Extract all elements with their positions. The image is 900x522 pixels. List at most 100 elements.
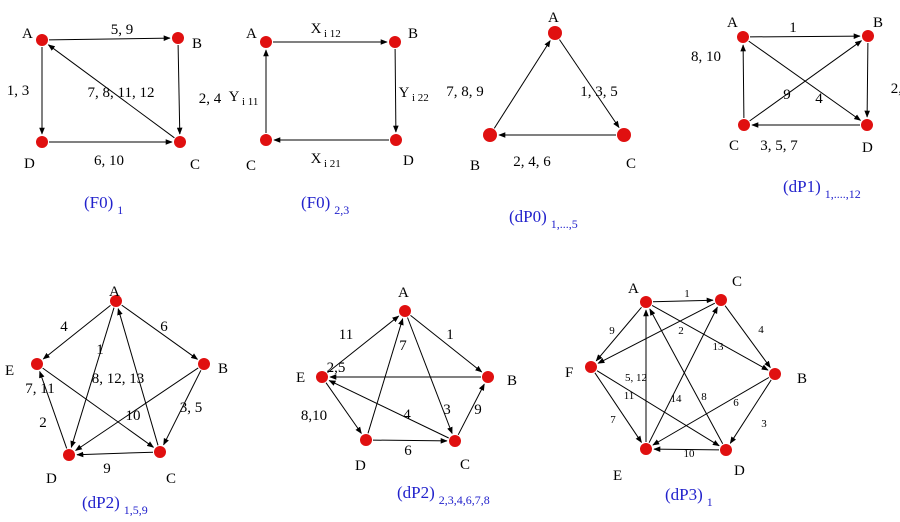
caption-subscript: 1,....,12 [825, 187, 861, 201]
edge-label: 2,5 [327, 360, 346, 376]
edge-a-c [559, 39, 620, 129]
edge-label: 4 [815, 91, 823, 107]
caption-subscript: 2,3 [334, 203, 349, 217]
node-label: A [628, 281, 639, 297]
edge-c-b [724, 305, 771, 369]
edge-label: 8, 10 [691, 49, 721, 65]
edge-label: 1, 3, 5 [580, 84, 618, 100]
edge-label: 14 [671, 393, 683, 405]
node-b [483, 128, 497, 142]
edge-a-b [651, 304, 769, 371]
node-b [862, 30, 874, 42]
node-a [260, 36, 272, 48]
edge-label: 7, 8, 11, 12 [88, 85, 155, 101]
edge-a-e [42, 305, 111, 360]
edge-label: X [311, 21, 322, 37]
node-label: C [732, 274, 742, 290]
edge-label: Y [399, 85, 410, 101]
edge-a-b [410, 315, 483, 373]
edge-d-a [367, 318, 404, 434]
caption-subscript: 1,5,9 [124, 503, 148, 517]
node-b [482, 371, 494, 383]
node-label: A [398, 285, 409, 301]
node-d [720, 444, 732, 456]
caption-main: (dP2) [82, 493, 120, 512]
graph-caption: (dP0) 1,...,5 [509, 207, 578, 231]
node-a [640, 296, 652, 308]
node-f [585, 361, 597, 373]
node-d [360, 434, 372, 446]
edge-c-f [597, 302, 716, 364]
node-label: C [626, 156, 636, 172]
edge-label: 4 [60, 319, 68, 335]
edge-label: 1, 3 [7, 83, 30, 99]
edge-label: 1 [684, 288, 690, 300]
node-label: A [548, 10, 559, 26]
graph-caption: (dP2)2,3,4,6,7,8 [397, 483, 490, 507]
edge-label: 5, 9 [111, 22, 134, 38]
node-label: F [565, 365, 573, 381]
edge-c-d [76, 451, 154, 458]
node-label: D [355, 458, 366, 474]
edge-c-b [749, 40, 863, 122]
node-label: D [403, 153, 414, 169]
edge-label: 1 [96, 342, 104, 358]
node-label: C [166, 471, 176, 487]
edge-a-d [70, 307, 115, 448]
node-label: B [218, 361, 228, 377]
edge-a-b [121, 304, 199, 360]
edge-e-d [325, 382, 362, 434]
node-label: B [797, 371, 807, 387]
edge-label: 2 [678, 325, 684, 337]
edge-label: 9 [103, 461, 111, 477]
graph-caption: (dP1)1,....,12 [783, 177, 861, 201]
caption-main: (F0) [301, 193, 330, 212]
edge-b-a [493, 40, 551, 129]
edge-a-c [407, 317, 453, 435]
node-label: C [246, 158, 256, 174]
node-d [36, 136, 48, 148]
node-label: D [862, 140, 873, 156]
edge-a-b [749, 33, 861, 39]
edge-label: 6, 10 [94, 153, 124, 169]
edge-label: 6 [733, 397, 739, 409]
node-label: B [507, 373, 517, 389]
edge-d-e [653, 446, 720, 452]
node-label: A [246, 26, 257, 42]
caption-main: (dP0) [509, 207, 547, 226]
edge-b-c [163, 370, 202, 446]
edge-label: 13 [713, 341, 725, 353]
edge-label: 6 [404, 443, 412, 459]
edge-a-f [595, 306, 642, 362]
edge-label: 9 [609, 325, 615, 337]
edge-b-d [75, 367, 199, 451]
edge-label-subscript: i 22 [412, 92, 429, 104]
node-a [737, 31, 749, 43]
edge-c-a [117, 308, 159, 446]
node-e [316, 371, 328, 383]
caption-subscript: 1,...,5 [551, 217, 578, 231]
edge-b-d [864, 42, 870, 118]
edge-label: 8, 12, 13 [92, 371, 145, 387]
edge-d-a [649, 308, 724, 445]
edge-a-b [48, 35, 171, 41]
edge-b-d [729, 379, 772, 444]
edge-label: 2, 4, 6 [513, 154, 551, 170]
edge-c-b [457, 383, 485, 436]
edge-label: 11 [624, 390, 635, 402]
node-label: C [460, 457, 470, 473]
node-label: D [24, 156, 35, 172]
edge-label: 1 [446, 327, 454, 343]
node-a [36, 34, 48, 46]
edge-c-a [47, 44, 175, 139]
node-label: D [46, 471, 57, 487]
node-label: B [408, 26, 418, 42]
node-label: C [729, 138, 739, 154]
node-c [174, 136, 186, 148]
node-b [389, 36, 401, 48]
edge-label: 7, 8, 9 [446, 84, 484, 100]
edge-label: 8,10 [301, 408, 327, 424]
